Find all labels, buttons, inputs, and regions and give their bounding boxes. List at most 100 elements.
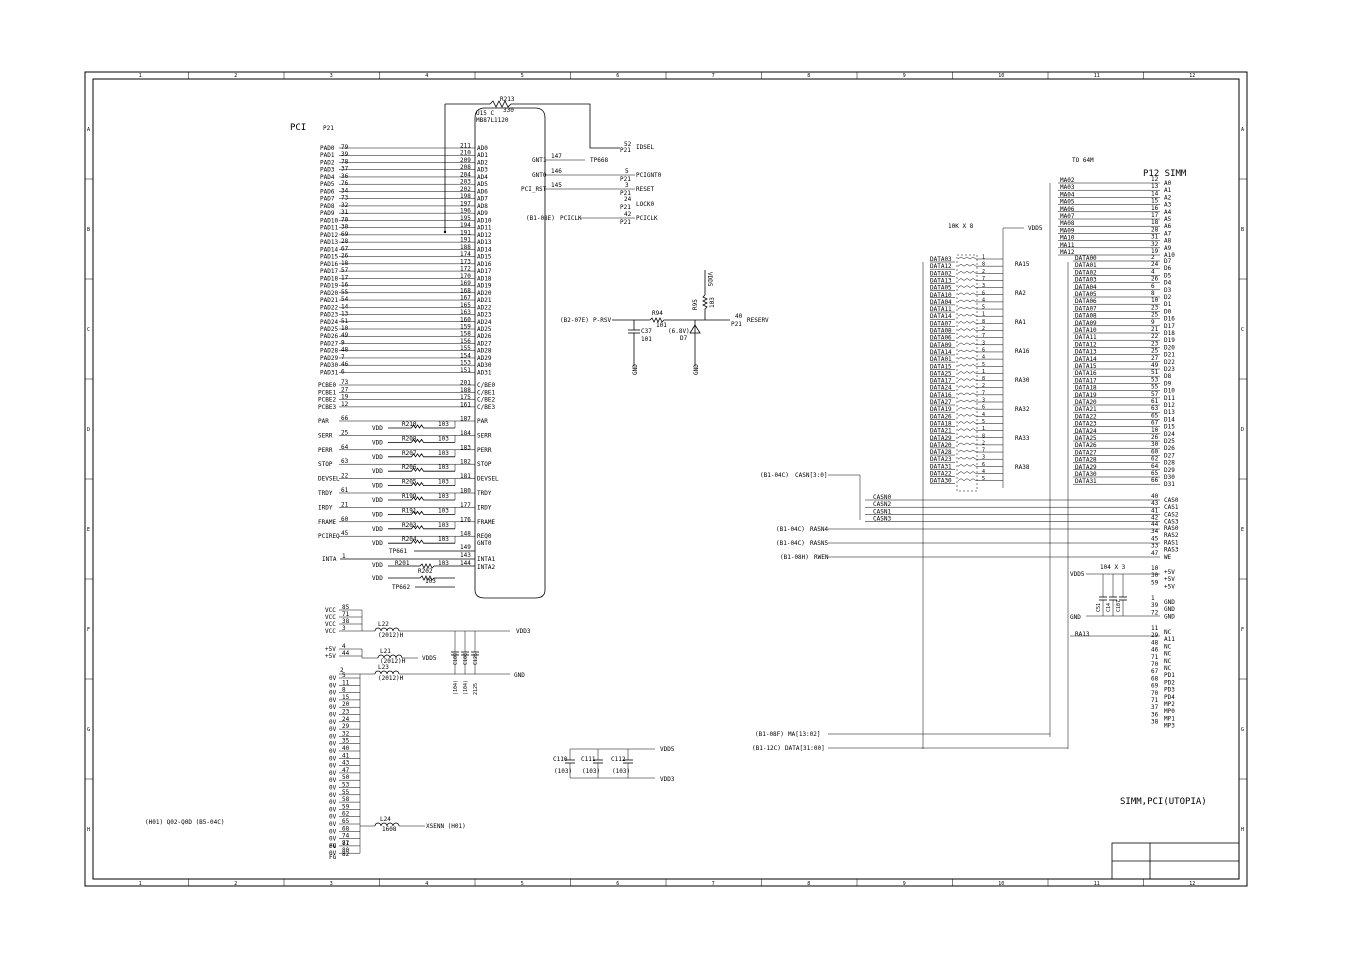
vcc-net: VCC [325,607,336,614]
pad-chip-pin: 167 [460,295,471,302]
pad-net: PAD8 [320,203,335,210]
vdd-r202: VDD [372,575,383,582]
simm-ma-net: MA05 [1060,199,1075,206]
simm-data-pin: 51 [1151,369,1159,376]
simm-nc-signal: MP3 [1164,723,1175,730]
col-marker-bottom: 8 [807,881,810,887]
prsv-net: P-RSV [593,317,611,324]
r213-label: R213 [500,96,515,103]
cap-ref: C125 [473,653,479,665]
pad-net: PAD9 [320,210,335,217]
ras5-net: RASN5 [810,540,828,547]
cbe-net: PCBE3 [318,404,336,411]
simm-pwr-signal: +5V [1164,583,1175,590]
simm-nc-pin: 71 [1151,697,1159,704]
pad-signal: AD11 [477,225,492,232]
gv-pin: 65 [342,818,350,825]
chip-part: MB87L1120 [476,117,509,124]
ctrl-net: DEVSEL [318,476,340,483]
pad-conn-pin: 79 [341,144,349,151]
pciclk-pin: 42 [624,211,632,218]
ctrl-resistor-value: 103 [438,536,449,543]
ra-pin: 6 [982,405,985,411]
ra-pin: 1 [982,369,985,375]
pad-net: PAD6 [320,188,335,195]
vcc-pin: 38 [342,618,350,625]
inta-net: INTA [322,556,337,563]
pad-chip-pin: 173 [460,258,471,265]
gv-pin: 23 [342,709,350,716]
cas-signal: CAS3 [1164,519,1179,526]
sheet-title: SIMM,PCI(UTOPIA) [1120,797,1207,807]
pad-net: PAD26 [320,333,338,340]
decoup-cap-value: (103) [612,768,630,775]
pad-net: PAD13 [320,239,338,246]
simm-data-signal: D16 [1164,316,1175,323]
row-marker-right: C [1241,327,1244,333]
reserv-label: RESERV [747,317,769,324]
gv-pin: 58 [342,796,350,803]
pad-signal: AD29 [477,355,492,362]
decoup-cap-ref: C110 [553,756,568,763]
ctrl-conn-pin: 21 [341,501,349,508]
col-marker-top: 6 [616,73,619,79]
l21-label: L21 [380,648,391,655]
simm-data-signal: D14 [1164,416,1175,423]
r94-value: 101 [656,322,667,329]
ra-data-net: DATA16 [930,392,952,399]
pad-net: PAD30 [320,362,338,369]
gv-pin: 40 [342,745,350,752]
simm-data-net: DATA16 [1075,370,1097,377]
simm-data-pin: 10 [1151,427,1159,434]
ctrl-chip-pin: 184 [460,430,471,437]
ctrl-conn-pin: 25 [341,429,349,436]
data-bus-net: DATA[31:00] [785,745,825,752]
pad-net: PAD16 [320,261,338,268]
simm-data-net: DATA01 [1075,262,1097,269]
ras-signal: RAS1 [1164,539,1179,546]
simm-data-net: DATA29 [1075,464,1097,471]
ras4-source: (B1-04C) [776,526,805,533]
pad-chip-pin: 208 [460,164,471,171]
ras-pin: 33 [1151,543,1159,550]
pad-signal: AD8 [477,203,488,210]
gv-net: 0V [329,814,337,821]
pad-conn-pin: 14 [341,303,349,310]
simm-data-net: DATA05 [1075,291,1097,298]
ma-bus-net: MA[13:02] [788,731,821,738]
cap-ref: C108 [463,653,469,665]
r202-value: 103 [425,578,436,585]
ra-data-net: DATA15 [930,363,952,370]
simm-data-net: DATA22 [1075,413,1097,420]
gv-net: 0V [329,821,337,828]
cbe-signal: C/BE1 [477,389,495,396]
simm-nc-pin: 46 [1151,647,1159,654]
ra-pin: 6 [982,462,985,468]
pad-signal: AD25 [477,326,492,333]
vcc-net: VCC [325,628,336,635]
simm-data-net: DATA04 [1075,284,1097,291]
pad-conn-pin: 55 [341,289,349,296]
tp661-label: TP661 [389,548,407,555]
ctrl-signal: FRAME [477,519,495,526]
cas-net: CASN0 [873,494,891,501]
pad-net: PAD27 [320,340,338,347]
ra-pin: 4 [982,297,985,303]
simm-data-pin: 23 [1151,340,1159,347]
pad-signal: AD18 [477,275,492,282]
simm-data-signal: D19 [1164,337,1175,344]
ra-data-net: DATA05 [930,285,952,292]
simm-data-pin: 49 [1151,362,1159,369]
pad-net: PAD7 [320,196,335,203]
simm-data-signal: D13 [1164,409,1175,416]
simm-data-signal: D28 [1164,460,1175,467]
lock-conn: P21 [620,204,631,211]
pad-chip-pin: 158 [460,331,471,338]
ra-data-net: DATA25 [930,370,952,377]
fg-net: FG [329,843,337,850]
reserv-section: (B2-07E) P-RSV R94 101 C37 101 GND (6.8V… [560,270,769,375]
pad-conn-pin: 39 [341,151,349,158]
simm-data-net: DATA03 [1075,277,1097,284]
